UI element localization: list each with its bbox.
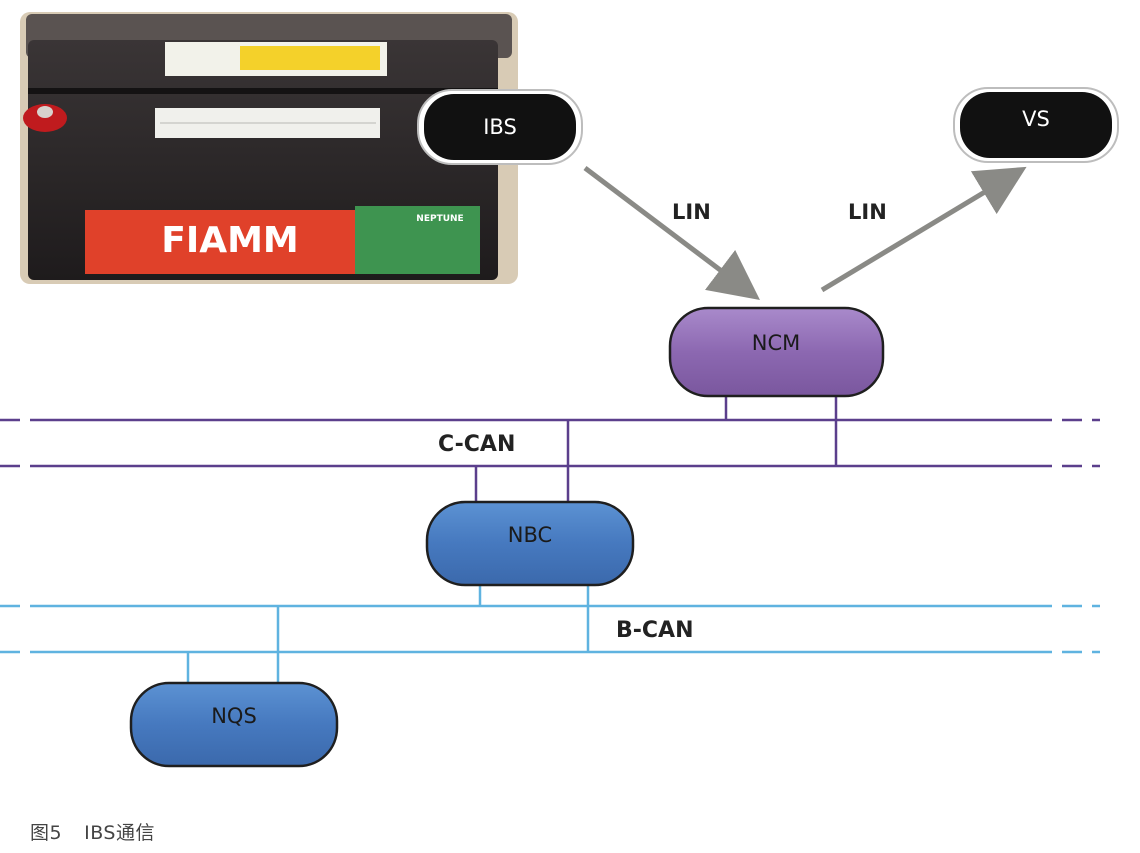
battery-brand-text: FIAMM [161, 220, 299, 261]
lin-arrow-ncm-to-vs [820, 166, 1027, 293]
battery-model-text: NEPTUNE [416, 214, 463, 224]
figure-caption: 图5 IBS通信 [30, 818, 177, 845]
battery-photo: FIAMM NEPTUNE [20, 12, 518, 284]
figure-title: IBS通信 [84, 822, 155, 844]
c-can-label: C-CAN [438, 432, 515, 457]
ncm-node: NCM [668, 306, 885, 398]
nbc-node: NBC [425, 500, 635, 587]
ncm-label: NCM [752, 331, 801, 355]
vs-node: VS [953, 87, 1119, 163]
nbc-label: NBC [508, 523, 552, 547]
ibs-node: IBS [417, 89, 583, 165]
brand-label [85, 210, 365, 274]
figure-number: 图5 [30, 822, 63, 844]
lin-arrow-ibs-to-ncm [583, 166, 760, 301]
b-can-bus [0, 583, 1100, 686]
nqs-node: NQS [129, 681, 339, 768]
lin-label-left: LIN [672, 200, 711, 224]
ibs-label: IBS [483, 115, 517, 139]
c-can-bus [0, 395, 1100, 505]
nqs-label: NQS [211, 704, 257, 728]
lin-label-right: LIN [848, 200, 887, 224]
vs-label: VS [1022, 107, 1050, 131]
b-can-label: B-CAN [616, 618, 693, 643]
